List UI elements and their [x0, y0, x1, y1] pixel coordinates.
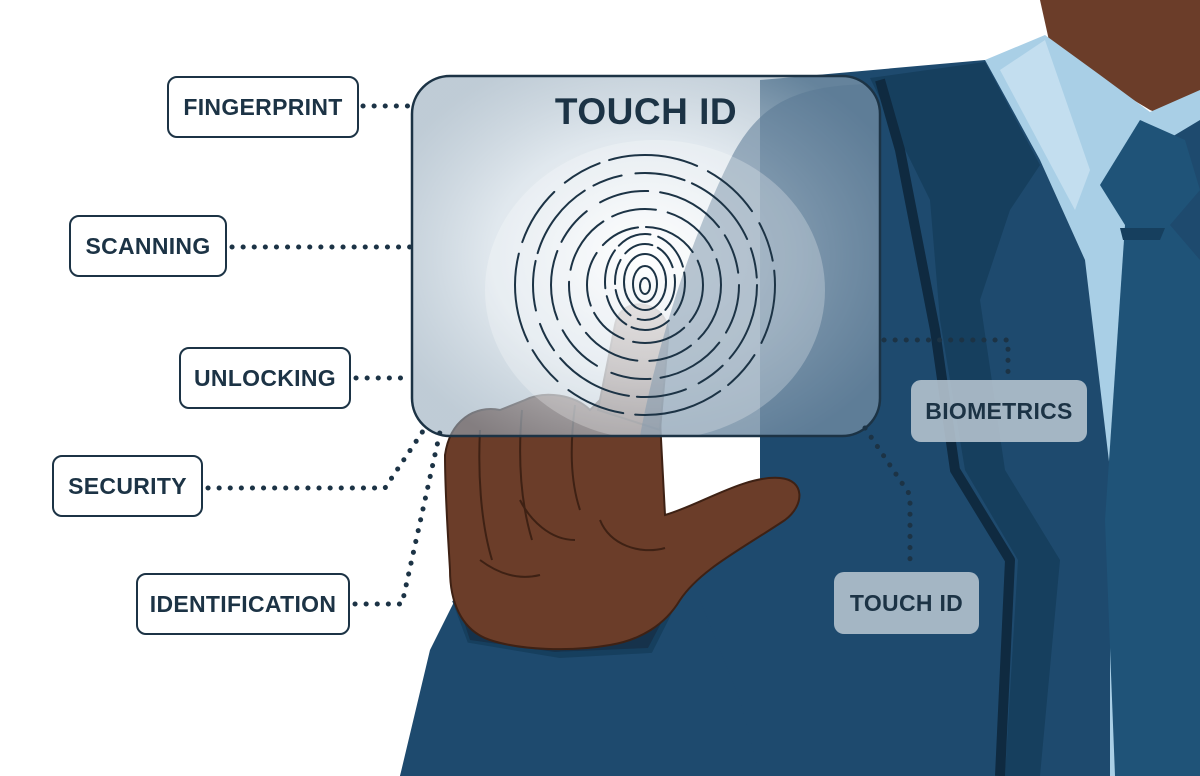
label-identification: IDENTIFICATION: [136, 573, 350, 635]
label-biometrics: BIOMETRICS: [911, 380, 1087, 442]
fingerprint-icon: [514, 154, 776, 416]
label-unlocking: UNLOCKING: [179, 347, 351, 409]
touch-id-panel: [410, 74, 882, 438]
label-touch-id: TOUCH ID: [834, 572, 979, 634]
panel-title: TOUCH ID: [554, 91, 738, 132]
label-scanning: SCANNING: [69, 215, 227, 277]
label-fingerprint: FINGERPRINT: [167, 76, 359, 138]
label-security: SECURITY: [52, 455, 203, 517]
connector-lines: [205, 103, 1011, 607]
